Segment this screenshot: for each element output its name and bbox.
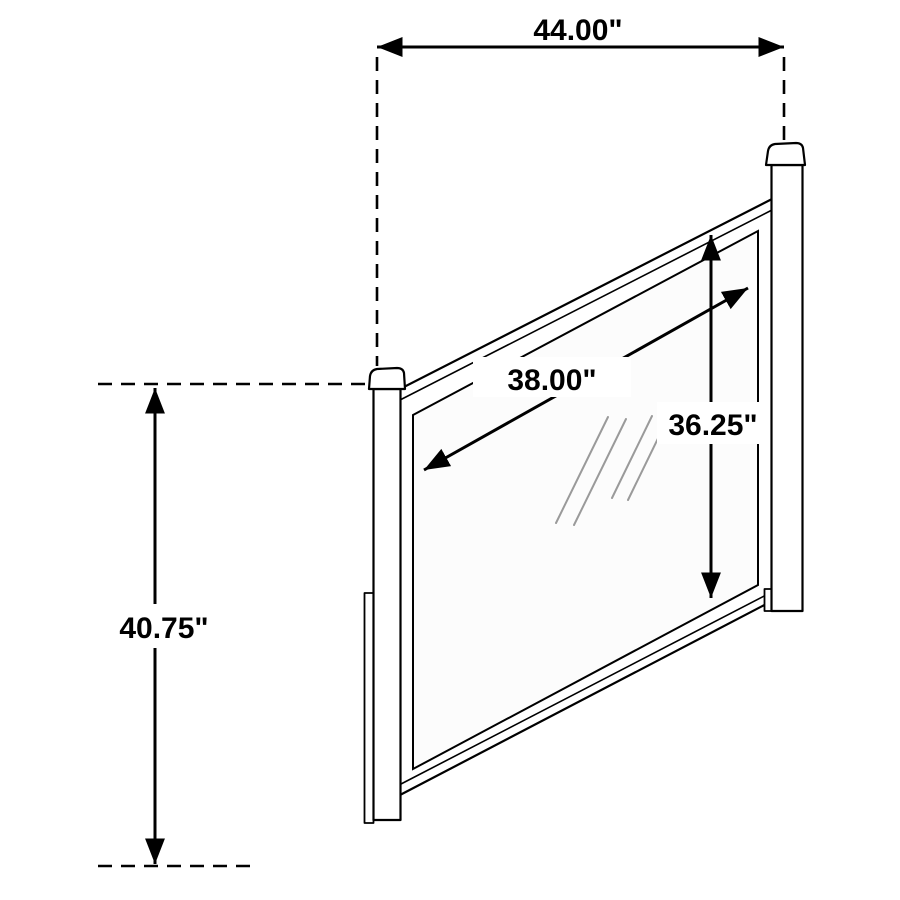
left-post [363,366,407,824]
overall-height-label: 40.75" [119,612,208,645]
dimension-labels: 44.00" 40.75" 38.00" 36.25" [101,14,769,648]
mirror-width-label: 38.00" [507,364,596,397]
mirror-width-label-bg [473,357,631,397]
right-post-cap [764,141,807,167]
right-post [763,141,807,613]
mirror-drawing [363,141,807,824]
extension-lines [98,57,786,868]
left-post-cap [367,366,407,391]
mirror-frame-bottom-rail-line [400,592,771,785]
left-post-front [372,387,402,822]
overall-height-label-bg [101,604,227,648]
left-post-back-strip [363,592,375,824]
right-post-front [770,163,804,613]
mirror-height-label-bg [657,402,769,444]
overall-width-label: 44.00" [533,14,622,47]
mirror-height-label: 36.25" [668,409,757,442]
